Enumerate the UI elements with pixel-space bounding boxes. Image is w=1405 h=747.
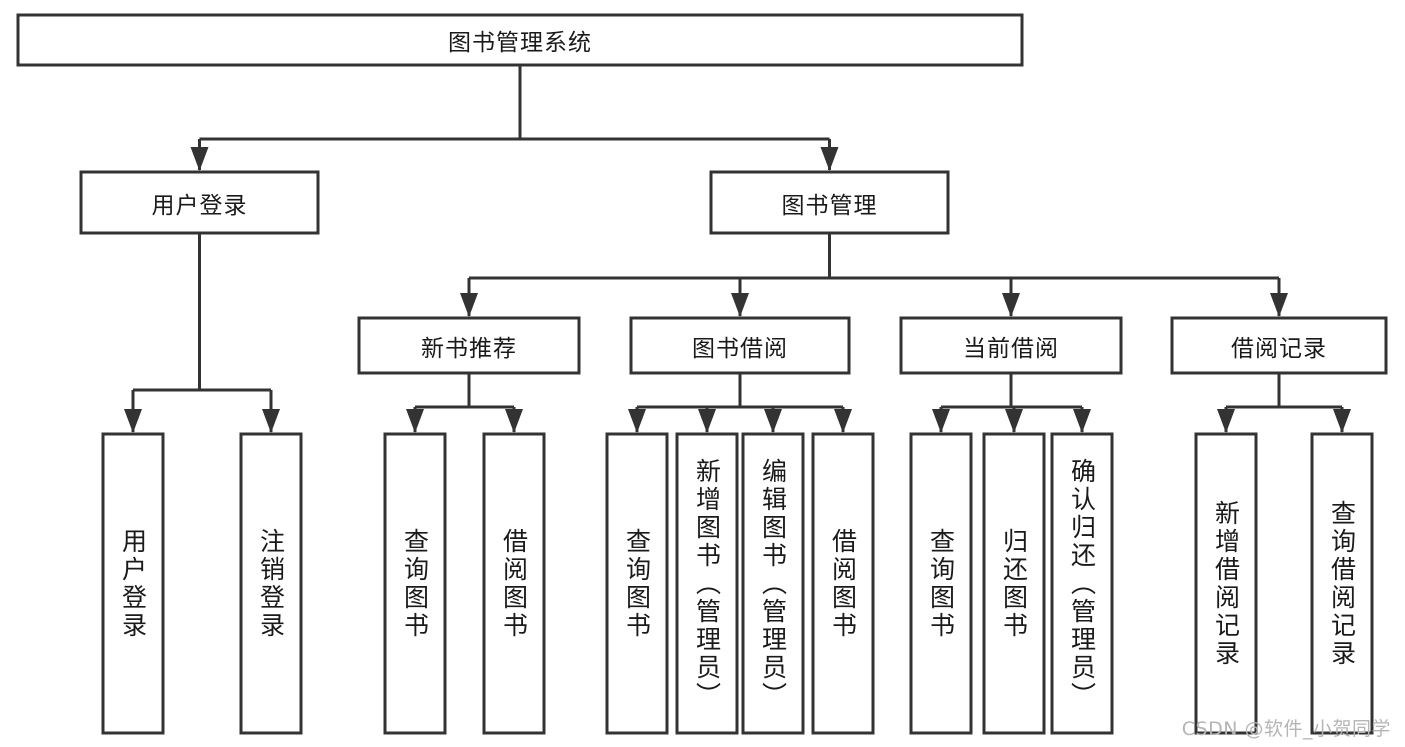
arrow-head-leaf-query-book-rec [406,409,424,433]
node-box-leaf-add-book[interactable] [675,432,739,735]
node-box-leaf-logout[interactable] [239,432,303,735]
node-box-leaf-borrow-book-rec[interactable] [482,432,546,735]
arrow-head-book-borrow [731,293,749,317]
node-box-book-borrow[interactable] [629,316,851,375]
arrow-head-leaf-query-record [1333,409,1351,433]
node-box-leaf-query-book-rec[interactable] [383,432,447,735]
arrow-head-leaf-add-book [698,409,716,433]
node-box-root[interactable] [16,13,1024,67]
node-box-borrow-record[interactable] [1170,316,1388,375]
arrow-head-leaf-query-book-cb [932,409,950,433]
node-box-leaf-confirm-return[interactable] [1050,432,1114,735]
watermark-text: CSDN @软件_小贺同学 [1181,718,1391,740]
node-box-new-book-rec[interactable] [357,316,581,375]
connectors-layer [124,65,1351,433]
arrow-head-leaf-confirm-return [1073,409,1091,433]
arrow-head-new-book-rec [460,293,478,317]
arrow-head-leaf-borrow-book-bb [834,409,852,433]
arrow-head-leaf-user-login [124,409,142,433]
node-box-leaf-edit-book[interactable] [741,432,805,735]
arrow-head-leaf-borrow-book-rec [505,409,523,433]
boxes-layer [16,13,1388,735]
arrow-head-current-borrow [1002,293,1020,317]
arrow-head-leaf-return-book [1005,409,1023,433]
node-box-book-manage[interactable] [709,170,950,235]
node-box-user-login[interactable] [79,170,320,235]
arrow-head-leaf-edit-book [764,409,782,433]
arrow-head-leaf-add-record [1217,409,1235,433]
node-box-leaf-query-book-cb[interactable] [909,432,973,735]
arrow-head-borrow-record [1270,293,1288,317]
arrow-head-leaf-query-book-bb [628,409,646,433]
arrow-head-leaf-logout [262,409,280,433]
arrow-head-user-login [190,147,209,171]
node-box-leaf-borrow-book-bb[interactable] [811,432,875,735]
node-box-leaf-user-login[interactable] [101,432,165,735]
node-box-leaf-query-book-bb[interactable] [605,432,669,735]
node-box-leaf-return-book[interactable] [982,432,1046,735]
node-box-current-borrow[interactable] [899,316,1123,375]
node-box-leaf-query-record[interactable] [1310,432,1374,735]
arrow-head-book-manage [820,147,839,171]
node-box-leaf-add-record[interactable] [1194,432,1258,735]
